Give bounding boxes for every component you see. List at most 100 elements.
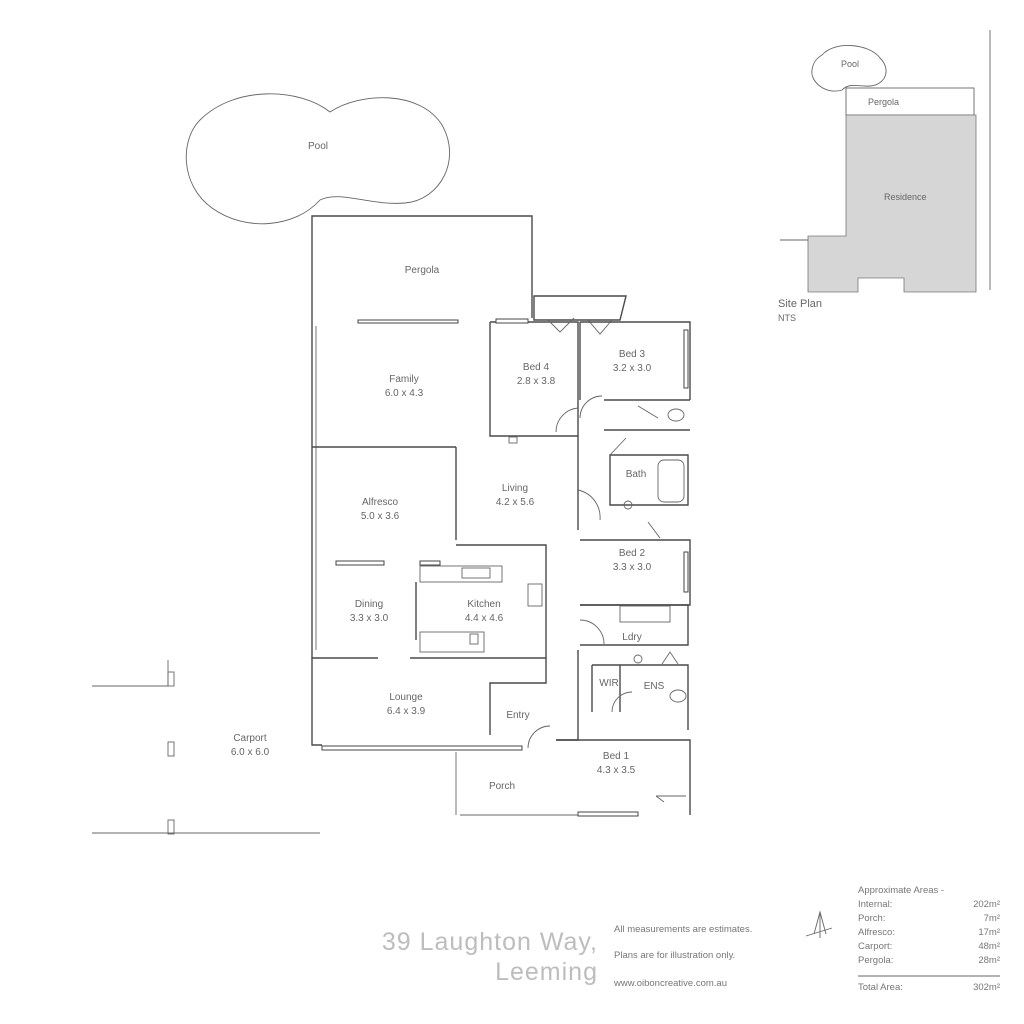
- ens-label: ENS: [644, 681, 665, 692]
- bath-door: [609, 437, 627, 456]
- areas-total-value: 302m²: [973, 982, 1000, 993]
- bed4-robe: [508, 436, 518, 444]
- kitchen-size: 4.4 x 4.6: [465, 613, 504, 624]
- bed3-window: [683, 329, 689, 389]
- pool-outline: [185, 93, 451, 225]
- bed1-label: Bed 1: [603, 751, 630, 762]
- address-line-2: Leeming: [495, 958, 598, 986]
- site-pool-label: Pool: [841, 59, 859, 69]
- pergola-wing: [533, 295, 627, 321]
- laundry-wall: [580, 604, 689, 646]
- wir-door-swing: [611, 691, 633, 713]
- carport-outline: [92, 660, 320, 834]
- lounge-west-wall: [311, 658, 322, 746]
- hall-door-swing: [577, 489, 601, 521]
- area-row-value: 48m²: [978, 941, 1000, 952]
- alfresco-door-2: [419, 560, 441, 566]
- kitchen-fridge: [527, 583, 543, 607]
- porch-label: Porch: [489, 781, 515, 792]
- bathtub: [657, 459, 685, 503]
- site-residence: [807, 114, 977, 293]
- kitchen-island: [419, 631, 485, 653]
- pergola-wing-braces: [547, 317, 613, 335]
- bed3-label: Bed 3: [619, 349, 646, 360]
- alfresco-label: Alfresco: [362, 497, 399, 508]
- bed3-door-swing: [579, 395, 603, 419]
- note-website: www.oiboncreative.com.au: [613, 978, 727, 989]
- north-arrow-icon: [805, 910, 833, 938]
- bed4-door-swing: [555, 407, 579, 433]
- note-illustration: Plans are for illustration only.: [614, 950, 735, 961]
- dining-size: 3.3 x 3.0: [350, 613, 389, 624]
- carport-post-2: [167, 741, 175, 757]
- bed1-window: [577, 811, 639, 817]
- dining-label: Dining: [355, 599, 383, 610]
- bed3-wall: [579, 321, 691, 400]
- carport-size: 6.0 x 6.0: [231, 747, 270, 758]
- bed1-robe: [655, 795, 686, 803]
- bath-room: [609, 454, 689, 506]
- pergola-label: Pergola: [405, 265, 440, 276]
- site-pool: [811, 45, 887, 92]
- areas-table: Internal: 202m² Porch: 7m² Alfresco: 17m² Carp…: [858, 899, 1000, 966]
- living-label: Living: [502, 483, 528, 494]
- bed2-label: Bed 2: [619, 548, 646, 559]
- area-row-value: 202m²: [973, 899, 1000, 910]
- bed3-size: 3.2 x 3.0: [613, 363, 652, 374]
- laundry-bench: [619, 605, 671, 623]
- wc-toilet: [667, 408, 685, 422]
- entry-door-swing: [527, 725, 551, 749]
- area-row-label: Carport:: [858, 941, 892, 952]
- wir-label: WIR: [599, 678, 618, 689]
- kitchen-oven: [469, 633, 479, 645]
- pergola-outline: [311, 215, 533, 320]
- site-residence-label: Residence: [884, 192, 927, 202]
- area-row-label: Pergola:: [858, 955, 893, 966]
- lounge-label: Lounge: [389, 692, 423, 703]
- bed4-window: [495, 318, 529, 324]
- alfresco-door: [335, 560, 385, 566]
- living-size: 4.2 x 5.6: [496, 497, 535, 508]
- area-row-label: Internal:: [858, 899, 892, 910]
- family-size: 6.0 x 4.3: [385, 388, 424, 399]
- area-row-label: Porch:: [858, 913, 885, 924]
- bed2-door: [647, 521, 661, 539]
- pool-label: Pool: [308, 141, 328, 152]
- kitchen-wall: [456, 544, 547, 658]
- carport-label: Carport: [233, 733, 267, 744]
- entry-label: Entry: [506, 710, 529, 721]
- site-plan: Pool Pergola Residence Site Plan NTS: [778, 30, 991, 323]
- kitchen-bench: [419, 565, 503, 583]
- family-label: Family: [389, 374, 418, 385]
- bath-basin: [623, 500, 633, 510]
- wc-door: [637, 405, 659, 419]
- address-line-1: 39 Laughton Way,: [382, 928, 598, 956]
- areas-title: Approximate Areas -: [858, 885, 944, 896]
- ens-toilet: [669, 689, 687, 703]
- bed1-size: 4.3 x 3.5: [597, 765, 636, 776]
- bed4-label: Bed 4: [523, 362, 550, 373]
- kitchen-sink: [461, 567, 491, 579]
- lounge-size: 6.4 x 3.9: [387, 706, 426, 717]
- areas-total-label: Total Area:: [858, 982, 903, 993]
- site-plan-title: Site Plan: [778, 298, 822, 310]
- area-row-value: 7m²: [984, 913, 1000, 924]
- bed4-size: 2.8 x 3.8: [517, 376, 556, 387]
- entry-wall: [556, 650, 579, 741]
- area-row-label: Alfresco:: [858, 927, 895, 938]
- carport-post-1: [167, 671, 175, 687]
- kitchen-label: Kitchen: [467, 599, 500, 610]
- house-outer-wall: [311, 320, 547, 735]
- bed2-window: [683, 551, 689, 593]
- alfresco-size: 5.0 x 3.6: [361, 511, 400, 522]
- carport-post-3: [167, 819, 175, 835]
- lounge-front-window: [321, 745, 523, 751]
- ens-wall: [591, 664, 689, 730]
- note-measurements: All measurements are estimates.: [614, 924, 752, 935]
- bath-label: Bath: [626, 469, 647, 480]
- area-row-value: 17m²: [978, 927, 1000, 938]
- laundry-label: Ldry: [622, 632, 641, 643]
- area-row-value: 28m²: [978, 955, 1000, 966]
- ens-basin: [633, 654, 643, 664]
